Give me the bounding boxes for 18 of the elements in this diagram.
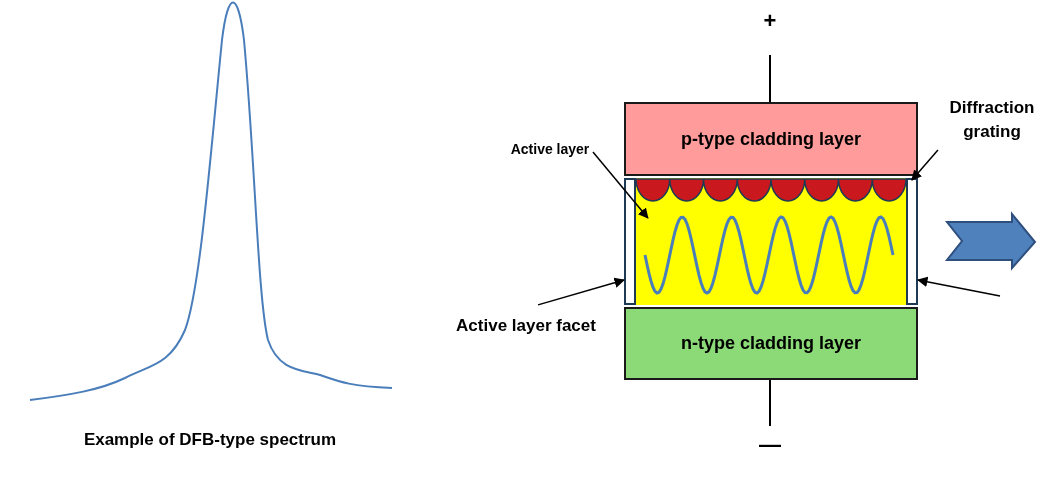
cladding-layer xyxy=(624,307,918,380)
leader-line xyxy=(592,151,649,219)
callout-text: Active layer facet xyxy=(436,314,616,340)
leader-line xyxy=(537,277,625,306)
facet xyxy=(624,178,636,305)
diffraction-grating xyxy=(636,178,906,202)
layer-label: p-type cladding layer xyxy=(680,128,861,150)
leader-line xyxy=(911,149,939,181)
polarity-sign: — xyxy=(758,432,782,458)
facet xyxy=(906,178,918,305)
caption-text: Example of DFB-type spectrum xyxy=(82,430,338,450)
leader-line xyxy=(916,276,1001,297)
cladding-layer xyxy=(624,102,918,176)
layer-label: n-type cladding layer xyxy=(680,333,861,354)
polarity-sign: + xyxy=(762,8,778,34)
callout-text: Active layer xyxy=(490,140,610,162)
callout-text: Diffraction grating xyxy=(934,96,1050,146)
active-layer xyxy=(636,178,906,305)
